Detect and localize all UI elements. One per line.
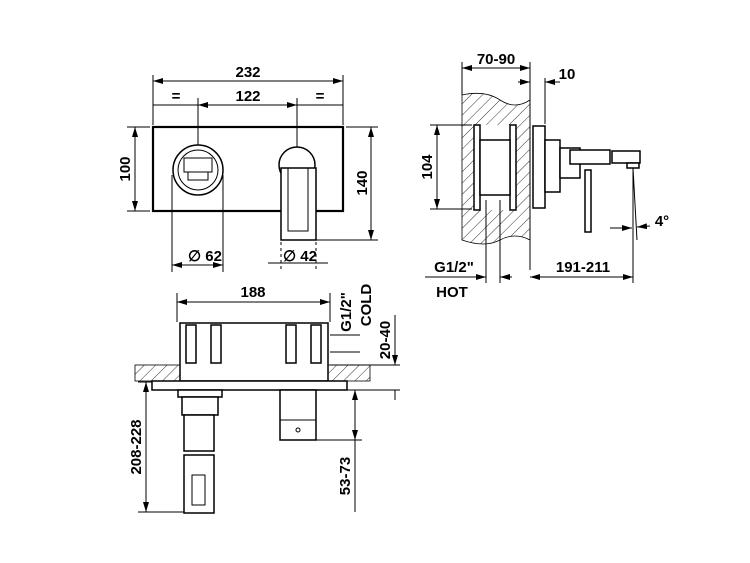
control-knob	[172, 144, 224, 196]
dim-plate-thickness: 10	[559, 66, 576, 83]
dim-body-width: 188	[240, 284, 265, 301]
spout	[280, 167, 317, 241]
dim-knob-diameter: ∅ 62	[188, 248, 222, 265]
dim-spout-angle: 4°	[655, 213, 669, 230]
dim-width-total: 232	[235, 64, 260, 81]
dim-equal-right: =	[316, 88, 325, 105]
bottom-view: 188 208-228 53-73 G1/2" COLD 20-40	[128, 284, 400, 514]
dim-total-height: 140	[354, 170, 371, 195]
dim-wall-depth: 70-90	[477, 51, 515, 68]
dim-spout-length: 53-73	[337, 457, 354, 495]
bottom-handle	[183, 414, 215, 452]
front-view: 232 = 122 = 100 140 ∅ 62 ∅ 42	[117, 64, 378, 272]
dim-handle-length: 208-228	[128, 419, 145, 474]
valve-body	[479, 139, 511, 196]
bottom-body	[179, 322, 329, 382]
dim-hot-inlet-size: G1/2"	[434, 259, 474, 276]
dim-spout-diameter: ∅ 42	[283, 248, 317, 265]
dim-cold-inlet-size: G1/2"	[338, 292, 355, 332]
dim-center-distance: 122	[235, 88, 260, 105]
dim-projection: 191-211	[556, 259, 610, 276]
side-spout	[569, 149, 611, 165]
side-plate	[532, 125, 546, 209]
wall-plate	[151, 125, 345, 213]
side-view: 70-90 10 104 G1/2" HOT 191-211 4°	[419, 51, 669, 301]
bottom-plate	[151, 380, 348, 391]
dim-body-height: 104	[419, 154, 436, 180]
dim-plate-offset: 20-40	[377, 321, 394, 359]
dim-equal-left: =	[172, 88, 181, 105]
side-lever	[584, 169, 592, 233]
dim-plate-height: 100	[117, 156, 134, 181]
hot-label: HOT	[436, 284, 468, 301]
cold-label: COLD	[358, 284, 375, 327]
